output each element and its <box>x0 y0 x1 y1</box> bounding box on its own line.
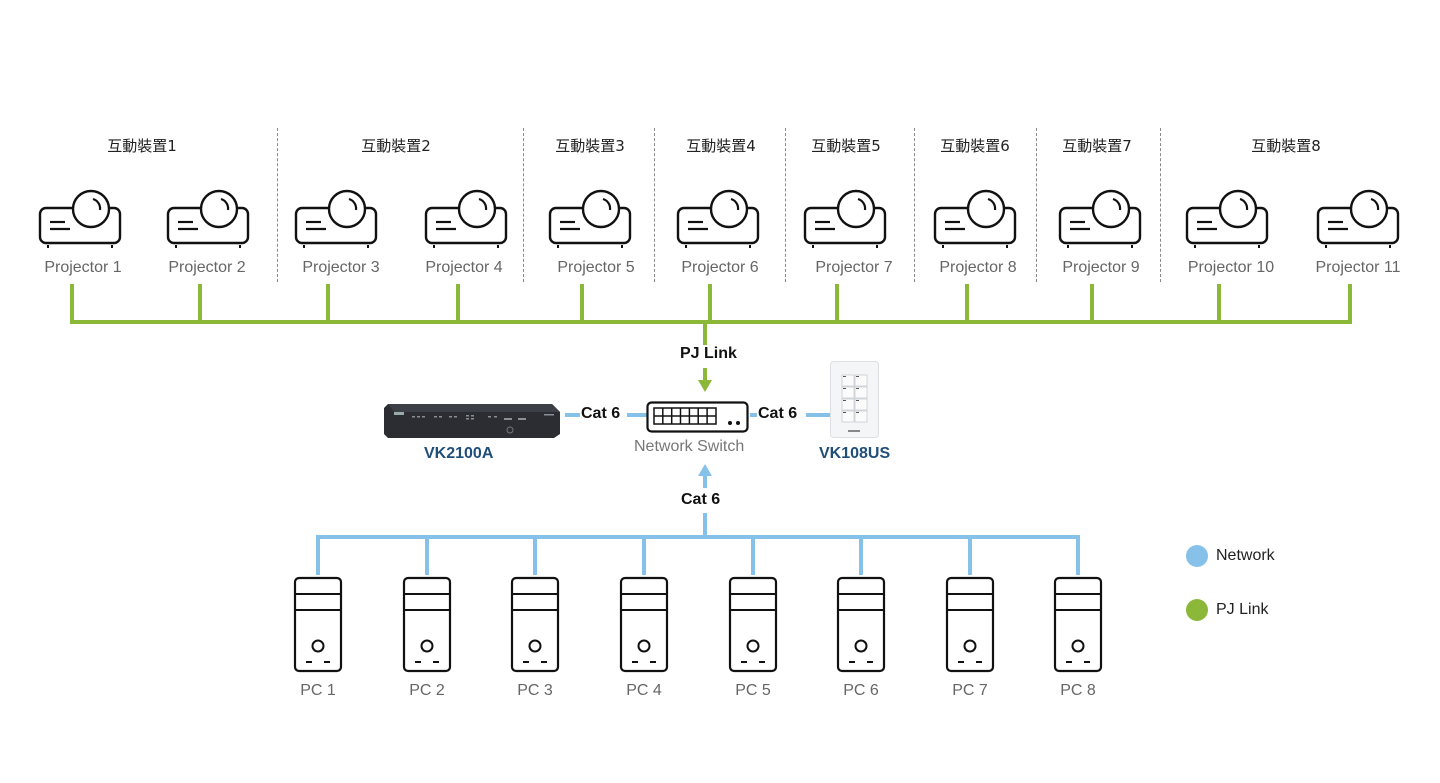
brand-logo-icon <box>848 430 860 432</box>
pj-link-bus <box>70 284 1352 392</box>
vk108us-label: VK108US <box>819 445 891 462</box>
projector-label: Projector 5 <box>557 259 635 276</box>
projector-label: Projector 9 <box>1062 259 1140 276</box>
group-label: 互動裝置3 <box>555 137 625 155</box>
network-arrow-icon <box>698 464 712 476</box>
projector-label: Projector 10 <box>1187 259 1275 276</box>
network-bus <box>316 413 1080 575</box>
pj-link-legend-dot-icon <box>1186 599 1208 621</box>
projector-icon[interactable] <box>166 188 252 248</box>
pc-tower-icon[interactable] <box>728 576 778 674</box>
network-legend-dot-icon <box>1186 545 1208 567</box>
group-divider <box>914 128 915 282</box>
projector-label: Projector 2 <box>168 259 246 276</box>
pc-tower-icon[interactable] <box>945 576 995 674</box>
pc-label: PC 7 <box>952 682 988 699</box>
projector-icon[interactable] <box>676 188 762 248</box>
projector-label: Projector 4 <box>425 259 503 276</box>
pc-label: PC 2 <box>409 682 445 699</box>
group-label: 互動裝置2 <box>361 137 431 155</box>
network-switch-icon[interactable] <box>646 401 750 435</box>
pc-tower-icon[interactable] <box>293 576 343 674</box>
vk2100a-device[interactable] <box>384 400 564 440</box>
vk2100a-label: VK2100A <box>424 445 494 462</box>
projector-icon[interactable] <box>424 188 510 248</box>
pc-tower-icon[interactable] <box>836 576 886 674</box>
group-divider <box>1036 128 1037 282</box>
pc-label: PC 3 <box>517 682 553 699</box>
cat6-right-label: Cat 6 <box>758 405 798 422</box>
network-switch-label: Network Switch <box>634 438 745 455</box>
cat6-left-label: Cat 6 <box>581 405 621 422</box>
vk108us-keypad[interactable] <box>830 361 880 439</box>
pc-tower-icon[interactable] <box>402 576 452 674</box>
group-label: 互動裝置4 <box>686 137 756 155</box>
group-divider <box>523 128 524 282</box>
projector-icon[interactable] <box>548 188 634 248</box>
pc-tower-icon[interactable] <box>1053 576 1103 674</box>
pc-label: PC 8 <box>1060 682 1096 699</box>
projector-icon[interactable] <box>803 188 889 248</box>
pc-label: PC 6 <box>843 682 879 699</box>
projector-label: Projector 3 <box>302 259 380 276</box>
projector-label: Projector 1 <box>44 259 122 276</box>
group-divider <box>277 128 278 282</box>
group-label: 互動裝置8 <box>1251 137 1321 155</box>
legend-item-network: Network <box>1186 545 1275 567</box>
pc-label: PC 4 <box>626 682 662 699</box>
group-label: 互動裝置6 <box>940 137 1010 155</box>
legend-label: PJ Link <box>1216 601 1269 618</box>
projector-label: Projector 6 <box>681 259 759 276</box>
projector-label: Projector 7 <box>815 259 893 276</box>
projector-icon[interactable] <box>1316 188 1402 248</box>
group-label: 互動裝置5 <box>811 137 881 155</box>
projector-icon[interactable] <box>1058 188 1144 248</box>
projector-icon[interactable] <box>38 188 124 248</box>
pc-label: PC 1 <box>300 682 336 699</box>
projector-icon[interactable] <box>1185 188 1271 248</box>
pc-label: PC 5 <box>735 682 771 699</box>
group-divider <box>1160 128 1161 282</box>
group-label: 互動裝置7 <box>1062 137 1132 155</box>
group-label: 互動裝置1 <box>107 137 177 155</box>
cat6-bottom-label: Cat 6 <box>681 491 721 508</box>
pj-link-label: PJ Link <box>680 345 737 362</box>
pc-tower-icon[interactable] <box>619 576 669 674</box>
group-divider <box>654 128 655 282</box>
projector-label: Projector 11 <box>1315 259 1401 276</box>
brand-logo-icon <box>394 412 404 415</box>
projector-label: Projector 8 <box>939 259 1017 276</box>
group-divider <box>785 128 786 282</box>
legend-label: Network <box>1216 547 1275 564</box>
legend-item-pj-link: PJ Link <box>1186 599 1268 621</box>
pc-tower-icon[interactable] <box>510 576 560 674</box>
projector-icon[interactable] <box>294 188 380 248</box>
projector-icon[interactable] <box>933 188 1019 248</box>
pj-link-arrow-icon <box>698 380 712 392</box>
